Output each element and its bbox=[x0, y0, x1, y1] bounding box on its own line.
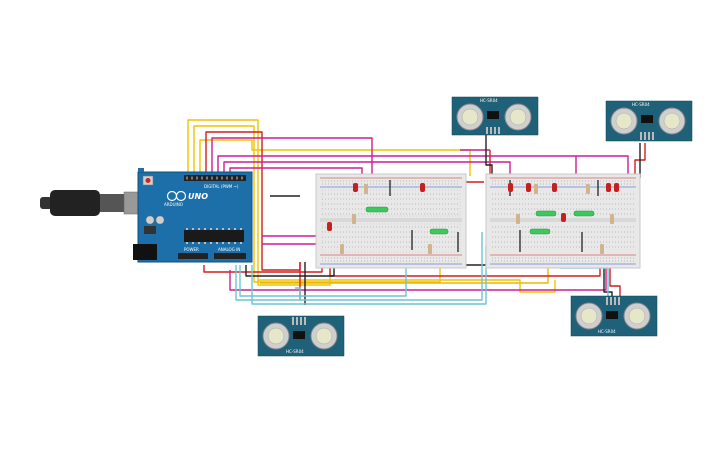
analog-label: ANALOG IN bbox=[218, 247, 240, 252]
resistor[interactable] bbox=[340, 244, 344, 254]
led-red[interactable] bbox=[561, 213, 566, 222]
resistor[interactable] bbox=[600, 244, 604, 254]
led-red[interactable] bbox=[614, 183, 619, 192]
green-component[interactable] bbox=[365, 206, 389, 213]
wire-magenta-9[interactable] bbox=[229, 250, 607, 291]
wire-cyan-1[interactable] bbox=[235, 232, 483, 301]
resistors bbox=[340, 184, 614, 254]
sensor-1-label: HC-SR04 bbox=[480, 98, 498, 103]
green-component[interactable] bbox=[529, 228, 551, 235]
resistor[interactable] bbox=[586, 184, 590, 194]
wire-red-3[interactable] bbox=[329, 262, 601, 277]
atmega-chip bbox=[184, 230, 244, 242]
led-red[interactable] bbox=[420, 183, 425, 192]
wire-black-1[interactable] bbox=[485, 135, 493, 180]
led-red[interactable] bbox=[606, 183, 611, 192]
ultrasonic-sensor-4[interactable]: HC-SR04 bbox=[570, 295, 658, 337]
wires bbox=[187, 119, 646, 305]
arduino-logo-text: ARDUINO bbox=[164, 202, 183, 207]
arduino-uno-board[interactable]: DIGITAL (PWM ~) UNO ARDUINO POWER bbox=[133, 168, 253, 263]
green-component[interactable] bbox=[429, 228, 449, 235]
usb-cable bbox=[40, 190, 143, 216]
uno-label: UNO bbox=[188, 192, 208, 201]
power-header[interactable] bbox=[178, 253, 208, 259]
wire-cyan-3[interactable] bbox=[295, 287, 301, 300]
resistor[interactable] bbox=[428, 244, 432, 254]
ultrasonic-sensor-1[interactable]: HC-SR04 bbox=[451, 96, 539, 136]
digital-header-label: DIGITAL (PWM ~) bbox=[204, 184, 239, 189]
led-red[interactable] bbox=[508, 183, 513, 192]
wire-magenta-8[interactable] bbox=[576, 155, 629, 180]
resistor[interactable] bbox=[610, 214, 614, 224]
green-components bbox=[365, 206, 595, 235]
breadboard-left[interactable] bbox=[315, 173, 467, 269]
led-red[interactable] bbox=[353, 183, 358, 192]
ultrasonic-sensor-2[interactable]: HC-SR04 bbox=[605, 100, 693, 142]
power-label: POWER bbox=[184, 247, 199, 252]
wire-yellow-3[interactable] bbox=[199, 139, 471, 176]
sensor-2-label: HC-SR04 bbox=[632, 102, 650, 107]
wire-black-3[interactable] bbox=[245, 262, 335, 277]
analog-header[interactable] bbox=[214, 253, 246, 259]
wire-yellow-4[interactable] bbox=[258, 279, 556, 293]
green-component[interactable] bbox=[535, 210, 557, 217]
led-red[interactable] bbox=[327, 222, 332, 231]
power-jack[interactable] bbox=[133, 244, 157, 260]
wire-yellow-2[interactable] bbox=[193, 125, 441, 283]
leds bbox=[327, 183, 619, 231]
led-red[interactable] bbox=[552, 183, 557, 192]
resistor[interactable] bbox=[352, 214, 356, 224]
wire-red-6[interactable] bbox=[609, 262, 621, 300]
resistor[interactable] bbox=[516, 214, 520, 224]
ultrasonic-sensor-3[interactable]: HC-SR04 bbox=[257, 315, 345, 357]
green-component[interactable] bbox=[573, 210, 595, 217]
sensor-4-label: HC-SR04 bbox=[598, 329, 616, 334]
resistor[interactable] bbox=[364, 184, 368, 194]
sensor-3-label: HC-SR04 bbox=[286, 349, 304, 354]
wire-yellow-5[interactable] bbox=[260, 268, 549, 284]
led-red[interactable] bbox=[526, 183, 531, 192]
digital-header[interactable] bbox=[184, 175, 246, 181]
resistor[interactable] bbox=[534, 184, 538, 194]
